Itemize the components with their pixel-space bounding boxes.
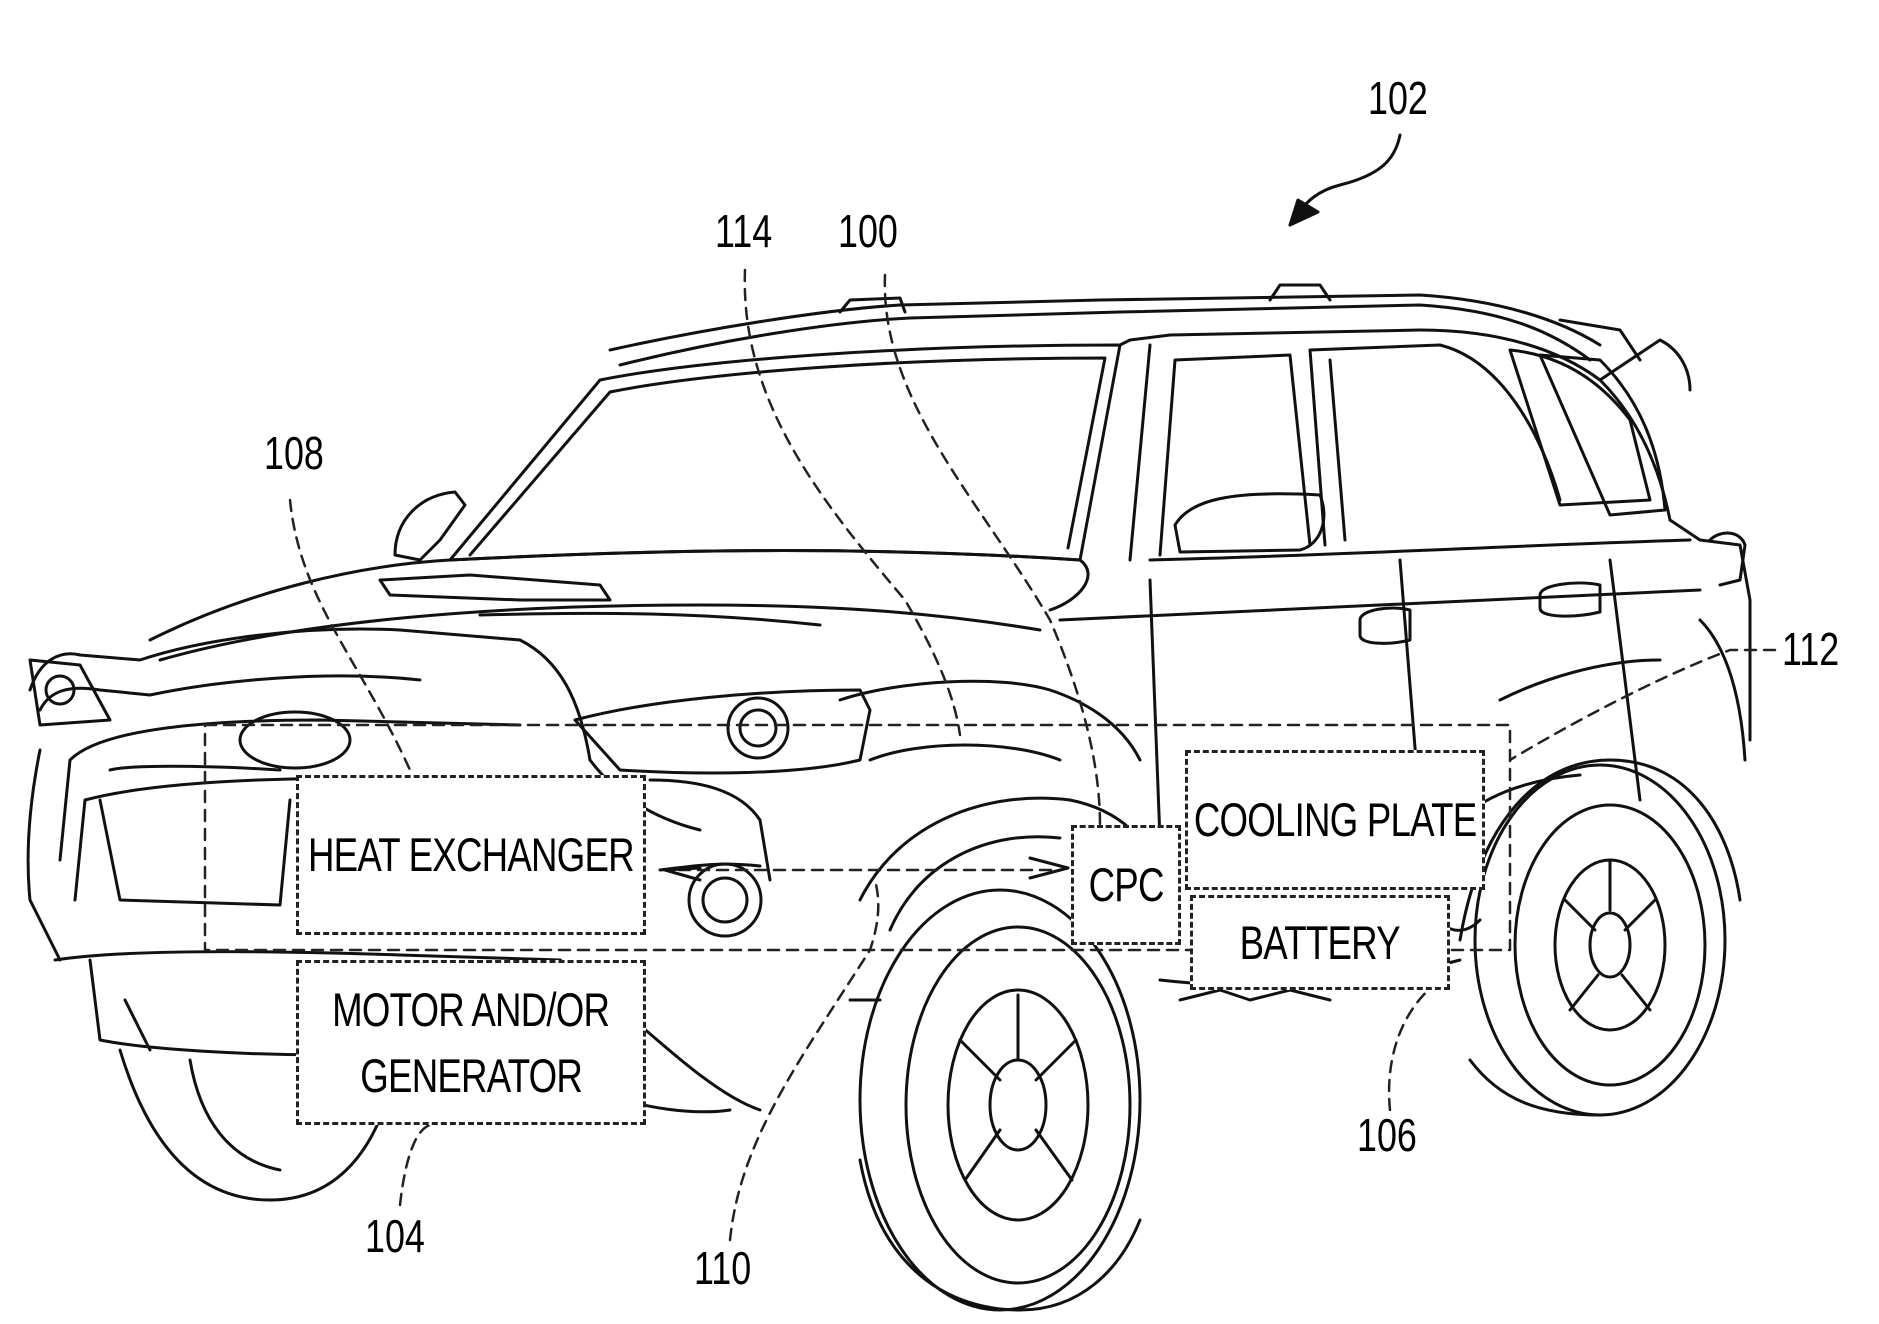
- motor-generator-box: MOTOR AND/OR GENERATOR: [296, 960, 646, 1125]
- battery-label: BATTERY: [1240, 910, 1400, 976]
- ref-label-110: 110: [694, 1245, 751, 1291]
- ref-label-106: 106: [1357, 1112, 1417, 1158]
- ref-label-102: 102: [1368, 75, 1428, 121]
- fog-light: [650, 780, 770, 936]
- rear-wheel: [1460, 760, 1740, 1115]
- cpc-box: CPC: [1071, 825, 1181, 945]
- hood: [150, 551, 1088, 660]
- vehicle-ref-arrow: [1290, 135, 1400, 225]
- motor-generator-label-line1: MOTOR AND/OR: [332, 977, 609, 1043]
- ref-label-114: 114: [715, 208, 772, 254]
- windshield: [450, 345, 1120, 560]
- leader-114: [745, 270, 960, 735]
- headlights: [30, 660, 870, 773]
- roof-outline: [610, 285, 1640, 365]
- leader-104: [400, 1125, 430, 1205]
- leader-112: [1510, 650, 1775, 760]
- ref-label-100: 100: [838, 208, 898, 254]
- cpc-label: CPC: [1088, 852, 1163, 918]
- ref-label-112: 112: [1782, 626, 1839, 672]
- ref-label-108: 108: [264, 430, 324, 476]
- leader-108: [290, 500, 410, 770]
- cooling-plate-label: COOLING PLATE: [1194, 787, 1477, 853]
- battery-box: BATTERY: [1190, 895, 1450, 990]
- heat-exchanger-box: HEAT EXCHANGER: [296, 775, 646, 935]
- ref-label-104: 104: [365, 1213, 425, 1259]
- leader-106: [1389, 980, 1440, 1110]
- motor-generator-label-line2: GENERATOR: [360, 1043, 582, 1109]
- heat-exchanger-label: HEAT EXCHANGER: [308, 822, 634, 888]
- cooling-plate-box: COOLING PLATE: [1185, 750, 1485, 890]
- leader-110: [730, 880, 878, 1240]
